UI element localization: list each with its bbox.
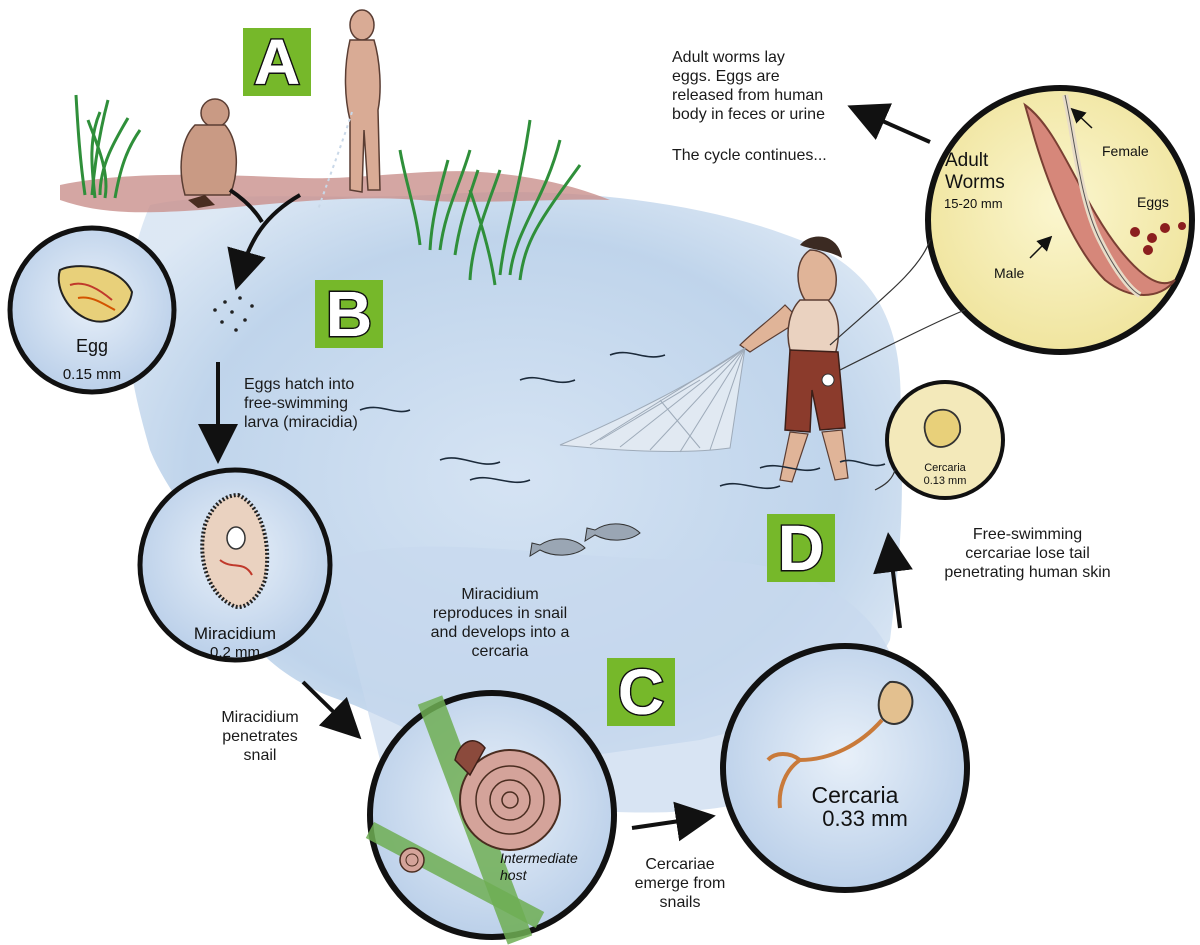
crouching-person xyxy=(181,99,236,195)
cercaria-small-label: Cercaria xyxy=(910,462,980,474)
adult-worms-label-line2: Worms xyxy=(945,172,1025,194)
standing-person xyxy=(345,10,380,192)
snail-caption-line1: Intermediate xyxy=(500,850,600,866)
cercaria-label: Cercaria xyxy=(790,782,920,809)
stage-b-badge: B xyxy=(315,280,383,348)
cercaria-circle xyxy=(723,646,967,890)
cycle-continues-caption: The cycle continues... xyxy=(672,146,862,165)
adult-lay-caption: Adult worms lay eggs. Eggs are released … xyxy=(672,48,862,124)
stage-d-badge: D xyxy=(767,514,835,582)
small-snail-illustration xyxy=(400,848,424,872)
reproduces-caption: Miracidium reproduces in snail and devel… xyxy=(390,585,610,661)
eggs-label: Eggs xyxy=(1137,194,1187,210)
penetrates-caption: Miracidium penetrates snail xyxy=(195,708,325,765)
adult-worms-size: 15-20 mm xyxy=(944,196,1024,211)
free-swimming-caption: Free-swimming cercariae lose tail penetr… xyxy=(920,525,1135,582)
male-label: Male xyxy=(994,265,1054,281)
stage-c-badge: C xyxy=(607,658,675,726)
hatch-caption: Eggs hatch into free-swimming larva (mir… xyxy=(244,375,414,432)
arrow-snail-to-cercaria xyxy=(632,818,700,828)
snail-circle xyxy=(370,693,614,940)
miracidium-size: 0.2 mm xyxy=(175,644,295,661)
stage-a-badge: A xyxy=(243,28,311,96)
egg-size: 0.15 mm xyxy=(52,366,132,383)
snail-caption-line2: host xyxy=(500,867,600,883)
egg-label: Egg xyxy=(52,336,132,357)
cercaria-size: 0.33 mm xyxy=(800,806,930,832)
miracidium-label: Miracidium xyxy=(175,624,295,644)
adult-worms-label-line1: Adult xyxy=(945,150,1025,172)
cercaria-illustration xyxy=(879,682,913,724)
cercaria-small-size: 0.13 mm xyxy=(910,475,980,487)
female-label: Female xyxy=(1102,143,1172,159)
emerge-caption: Cercariae emerge from snails xyxy=(620,855,740,912)
adult-worms-circle xyxy=(928,88,1192,352)
arrow-adult-to-text xyxy=(862,112,930,142)
